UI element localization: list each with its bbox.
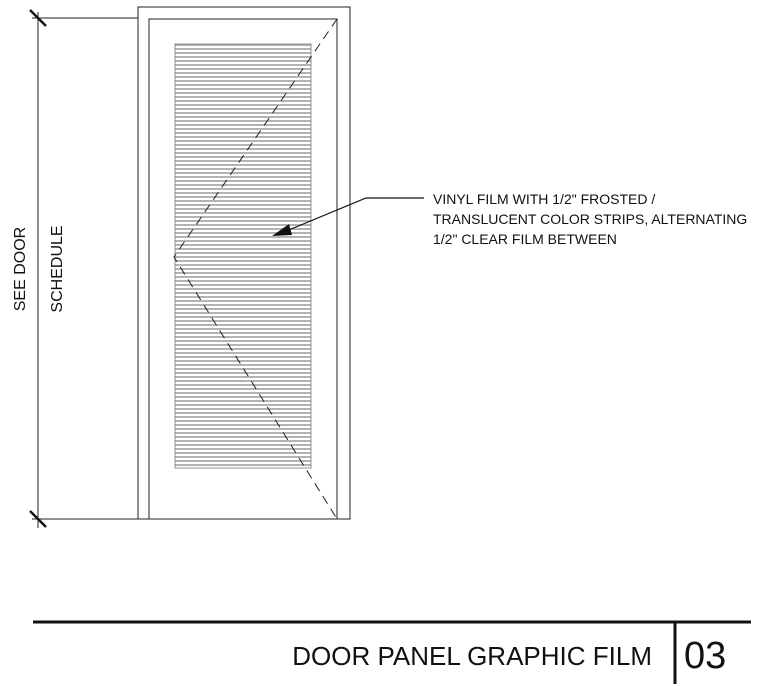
vision-panel-film — [174, 43, 312, 469]
door-leaf — [148, 18, 338, 520]
note-line-2: TRANSLUCENT COLOR STRIPS, ALTERNATING — [433, 211, 747, 227]
note-line-3: 1/2" CLEAR FILM BETWEEN — [433, 231, 617, 247]
leader-arrowhead — [272, 224, 292, 236]
leader-line — [283, 197, 424, 233]
door — [137, 6, 351, 520]
dimension-label-see-door: SEE DOOR — [12, 227, 29, 311]
height-dimension: SEE DOOR SCHEDULE — [12, 9, 138, 528]
dimension-tick-bottom — [29, 510, 47, 528]
dimension-label-schedule: SCHEDULE — [49, 225, 66, 312]
drawing-title: DOOR PANEL GRAPHIC FILM — [292, 641, 652, 671]
title-block: DOOR PANEL GRAPHIC FILM 03 — [33, 620, 751, 684]
drawing-number: 03 — [684, 635, 726, 677]
dimension-tick-top — [29, 9, 47, 27]
door-swing-indicator — [173, 18, 338, 520]
film-note: VINYL FILM WITH 1/2" FROSTED / TRANSLUCE… — [272, 191, 747, 247]
note-line-1: VINYL FILM WITH 1/2" FROSTED / — [433, 191, 655, 207]
